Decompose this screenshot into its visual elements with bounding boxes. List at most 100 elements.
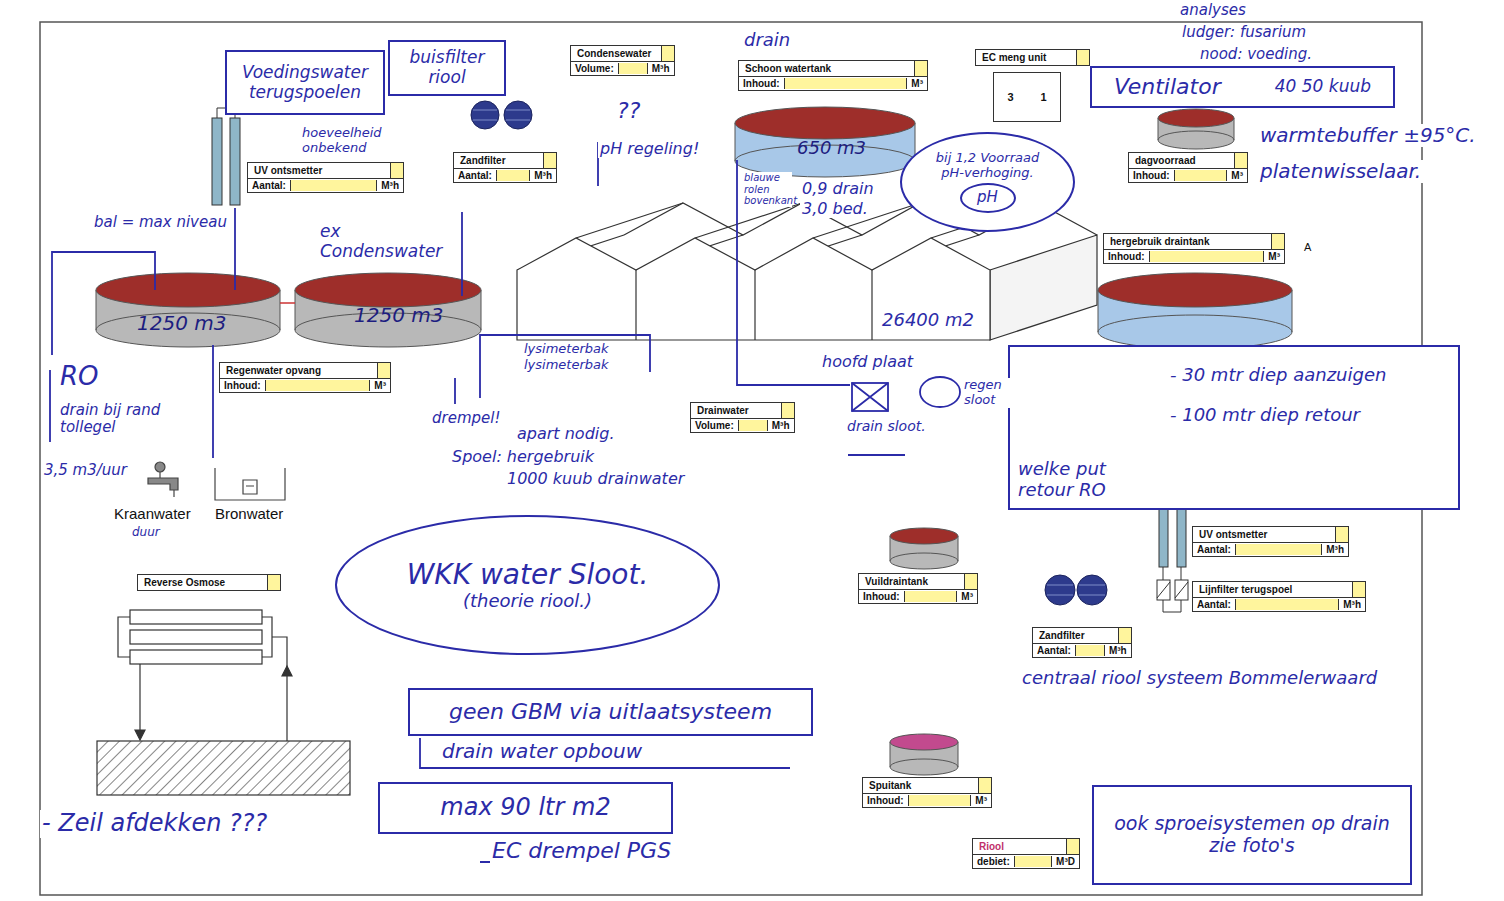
handwritten-note: ex Condenswater	[318, 222, 450, 261]
handwritten-note: drain bij rand tollegel	[58, 402, 177, 437]
water-tank	[1158, 118, 1159, 140]
tap-and-well	[148, 462, 285, 500]
label-header: Zandfilter	[454, 153, 556, 169]
label-row: Aantal: M³h	[248, 179, 403, 192]
label-box: ZandfilterAantal:M³h	[1032, 627, 1132, 658]
handwritten-note: 3,0 bed.	[800, 200, 870, 218]
yellow-field	[1118, 628, 1131, 643]
unit: M³	[1231, 170, 1243, 181]
annotation-text: (theorie riool.)	[463, 591, 592, 612]
label-box: hergebruik draintankInhoud:M³	[1103, 233, 1285, 264]
sand-filter	[1079, 595, 1105, 596]
greenhouse	[754, 270, 755, 340]
handwritten-note: drain sloot.	[845, 418, 928, 434]
field-label: Aantal:	[252, 180, 286, 191]
water-tank	[735, 123, 736, 161]
yellow-field	[496, 170, 530, 181]
box-title: Spuitank	[863, 778, 978, 793]
label-row: Aantal:M³h	[1193, 543, 1348, 556]
field-label: Aantal:	[458, 170, 492, 181]
water-tank	[1098, 315, 1292, 349]
yellow-field	[1271, 234, 1284, 249]
water-tank	[1292, 290, 1293, 332]
label-row: Aantal:M³h	[454, 169, 556, 182]
yellow-field	[1174, 170, 1228, 181]
annotation-ellipse: bij 1,2 Voorraad pH-verhoging.pH	[900, 132, 1075, 232]
handwritten-note: bal = max niveau	[92, 214, 229, 231]
label-row: Inhoud:M³	[1129, 169, 1247, 182]
label-header: Vuildraintank	[859, 574, 977, 590]
uv-tube	[1181, 567, 1182, 580]
unit: M³h	[772, 420, 790, 431]
field-label: Inhoud:	[867, 795, 904, 806]
field-label: Volume:	[695, 420, 734, 431]
unit: M³h	[1326, 544, 1344, 555]
annotation-text: 40 50 kuub	[1275, 77, 1371, 97]
uv-tube	[1175, 580, 1188, 600]
label-box: Reverse Osmose	[137, 574, 281, 591]
reverse-osmosis-unit	[97, 741, 350, 795]
handwritten-note: drain	[742, 30, 792, 51]
label-header: Condensewater	[571, 46, 674, 62]
handwritten-line	[852, 383, 888, 411]
label-header: Reverse Osmose	[138, 575, 280, 590]
unit: M³h	[1109, 645, 1127, 656]
field-label: Aantal:	[1197, 599, 1231, 610]
annotation-box: Voedingswater terugspoelen	[225, 50, 385, 115]
annotation-box: max 90 ltr m2	[378, 782, 673, 834]
handwritten-note: nood: voeding.	[1198, 46, 1314, 63]
unit: M³h	[381, 180, 399, 191]
handwritten-note: platenwisselaar.	[1258, 160, 1423, 183]
yellow-field	[1235, 599, 1339, 610]
unit-box: 31	[993, 72, 1061, 122]
water-tank	[96, 273, 280, 307]
box-title: Condensewater	[571, 46, 661, 61]
box-title: UV ontsmetter	[1193, 527, 1335, 542]
handwritten-line	[480, 335, 650, 398]
handwritten-note: blauwe rolen bovenkant	[742, 172, 792, 207]
yellow-field	[1014, 856, 1052, 867]
handwritten-note: drempel!	[430, 410, 502, 427]
uv-tube	[1157, 582, 1170, 598]
unit: M³	[911, 78, 923, 89]
label-box: SpuitankInhoud:M³	[862, 777, 992, 808]
uv-tube	[212, 118, 222, 205]
annotation-box: ook sproeisystemen op drain zie foto's	[1092, 785, 1412, 885]
water-tank	[481, 290, 482, 330]
label-box: dagvoorraadInhoud:M³	[1128, 152, 1248, 183]
yellow-field	[1075, 645, 1105, 656]
yellow-field	[618, 63, 648, 74]
yellow-field	[377, 363, 390, 378]
box-title: UV ontsmetter	[248, 163, 390, 178]
field-label: Inhoud:	[224, 380, 261, 391]
yellow-field	[1352, 582, 1365, 597]
yellow-field	[290, 180, 377, 191]
handwritten-note: warmtebuffer ±95°C.	[1258, 124, 1478, 147]
handwritten-line	[852, 383, 888, 411]
label-row: Volume: M³h	[571, 62, 674, 75]
label-header: Riool	[973, 839, 1079, 855]
reverse-osmosis-unit	[262, 617, 272, 657]
printed-label: A	[1302, 241, 1313, 254]
water-tank	[890, 553, 958, 569]
yellow-field	[661, 46, 674, 61]
water-tank	[890, 742, 891, 767]
reverse-osmosis-unit	[139, 664, 140, 736]
sand-filter	[1077, 575, 1107, 605]
label-box: DrainwaterVolume:M³h	[690, 402, 795, 433]
yellow-field	[543, 153, 556, 168]
handwritten-note: EC drempel PGS	[490, 838, 673, 863]
field-label: Inhoud:	[863, 591, 900, 602]
reverse-osmosis-unit	[135, 730, 145, 740]
field-label: Volume:	[575, 63, 614, 74]
water-tank	[280, 290, 281, 330]
unit: M³h	[652, 63, 670, 74]
sand-filter	[506, 110, 530, 111]
annotation-ellipse: pH	[960, 183, 1016, 213]
box-title: Vuildraintank	[859, 574, 964, 589]
handwritten-note: 3,5 m3/uur	[42, 462, 129, 479]
tap-and-well	[148, 478, 178, 490]
handwritten-note: 0,9 drain	[800, 180, 876, 198]
label-box: Schoon watertankInhoud:M³	[738, 60, 928, 91]
label-header: Lijnfilter terugspoel	[1193, 582, 1365, 598]
